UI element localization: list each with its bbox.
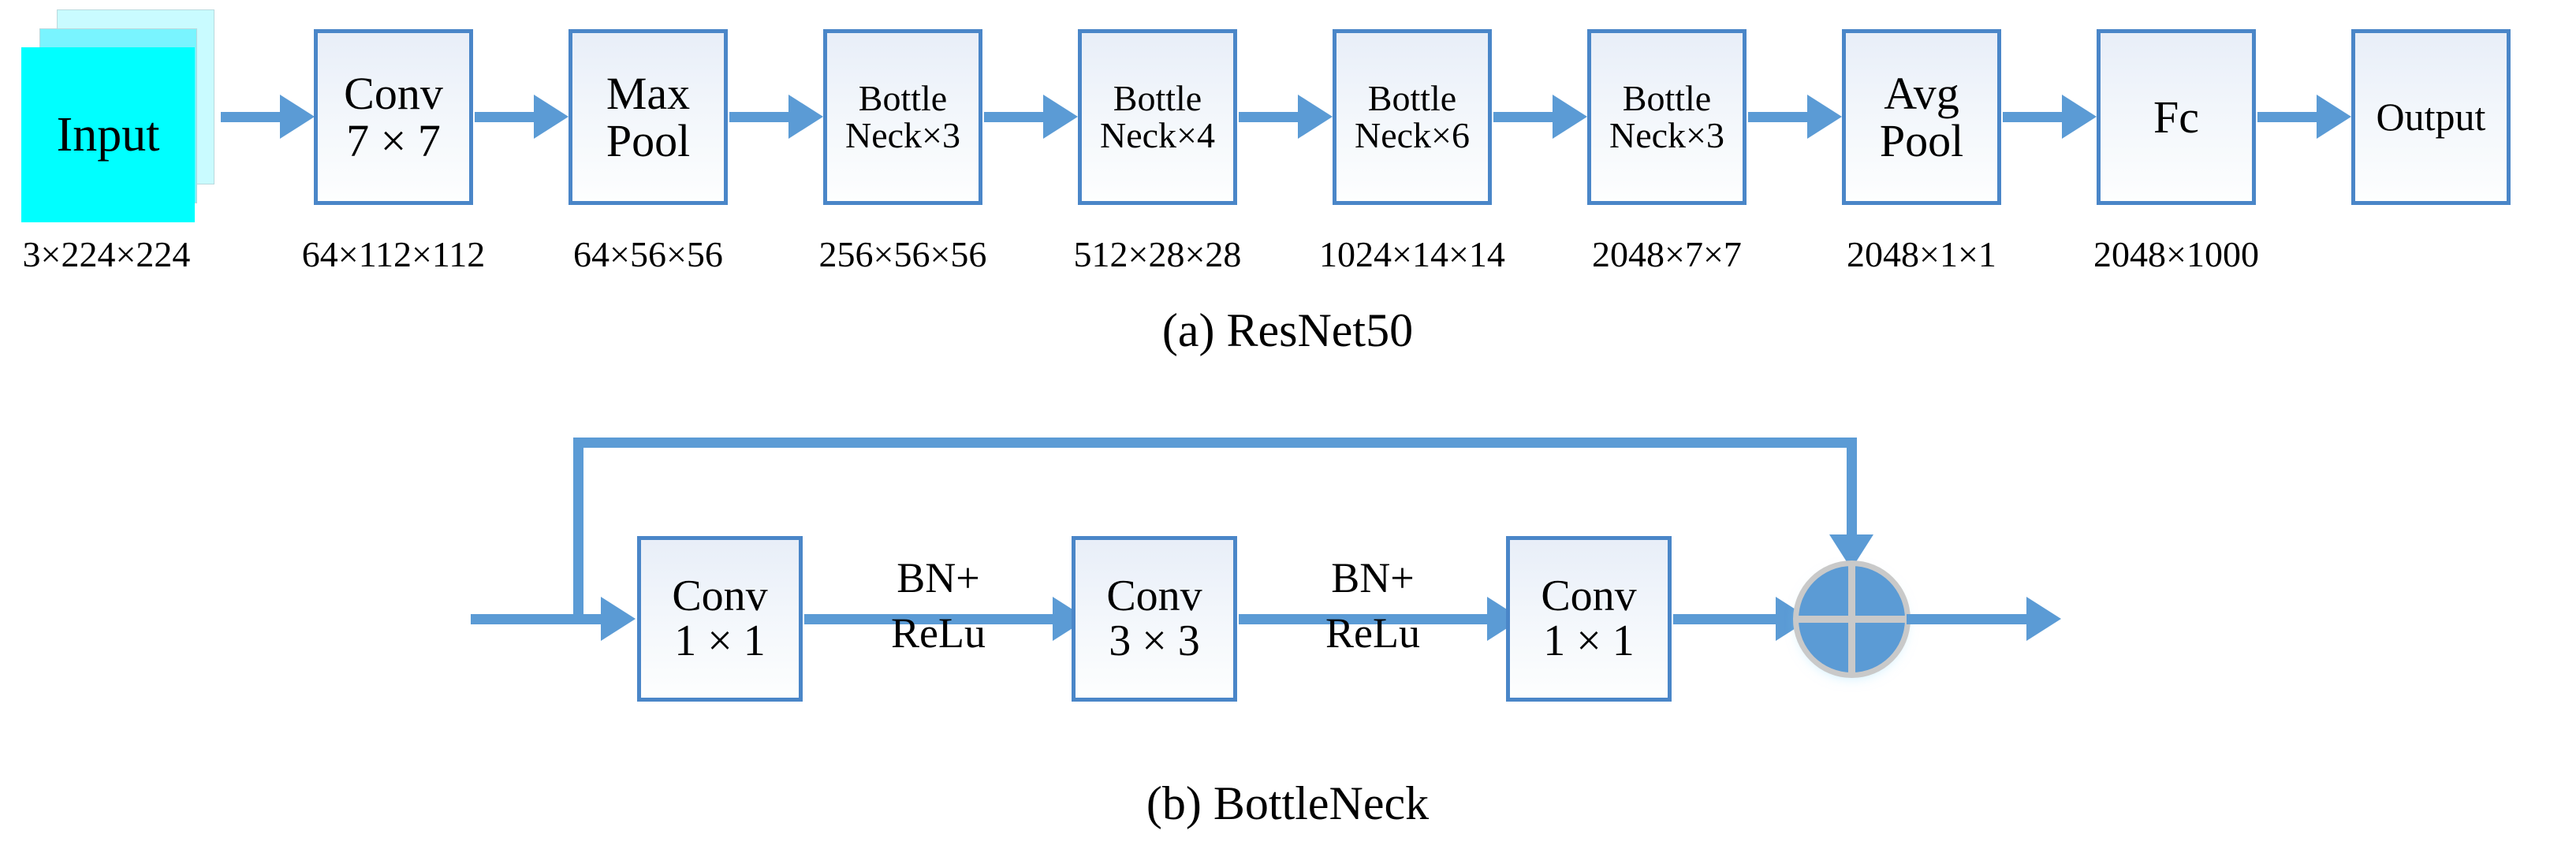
op-label-bn-relu-2: BN+ ReLu bbox=[1325, 554, 1420, 657]
arrowhead-4 bbox=[1298, 95, 1333, 139]
stage-box-maxpool[interactable]: Max Pool bbox=[569, 29, 728, 205]
stage-label: Bottle Neck×3 bbox=[845, 77, 960, 155]
skip-connection-vertical-left bbox=[573, 438, 583, 624]
input-label: Input bbox=[56, 107, 160, 162]
arrowhead-3 bbox=[1043, 95, 1078, 139]
connector-3 bbox=[984, 112, 1055, 122]
input-sheet-front: Input bbox=[21, 47, 195, 222]
arrowhead-8 bbox=[2317, 95, 2351, 139]
addition-node[interactable] bbox=[1799, 566, 1905, 672]
stage-label: Fc bbox=[2153, 91, 2199, 143]
stage-box-conv7x7[interactable]: Conv 7 × 7 bbox=[314, 29, 473, 205]
connector-2 bbox=[729, 112, 800, 122]
bottleneck-block-label: Conv 1 × 1 bbox=[1541, 571, 1637, 665]
connector-1 bbox=[475, 112, 546, 122]
bottleneck-block-label: Conv 1 × 1 bbox=[672, 571, 768, 665]
arrowhead-bottleneck-output bbox=[2026, 597, 2061, 641]
stage-box-bottleneck-x3-b[interactable]: Bottle Neck×3 bbox=[1587, 29, 1747, 205]
connector-bn-relu-2 bbox=[1239, 614, 1507, 624]
connector-7 bbox=[2003, 112, 2074, 122]
stage-label: Output bbox=[2376, 95, 2486, 139]
dim-label-input: 3×224×224 bbox=[22, 234, 191, 274]
stage-box-fc[interactable]: Fc bbox=[2097, 29, 2256, 205]
stage-label: Max Pool bbox=[606, 68, 691, 166]
arrowhead-bottleneck-input bbox=[601, 597, 636, 641]
dim-label-bottleneck-x6: 1024×14×14 bbox=[1319, 234, 1505, 274]
bottleneck-box-conv1x1-first[interactable]: Conv 1 × 1 bbox=[637, 536, 803, 702]
arrowhead-input-to-conv7x7 bbox=[280, 95, 315, 139]
connector-input-to-conv7x7 bbox=[221, 112, 292, 122]
arrowhead-6 bbox=[1807, 95, 1842, 139]
stage-box-bottleneck-x6[interactable]: Bottle Neck×6 bbox=[1333, 29, 1492, 205]
bottleneck-box-conv1x1-second[interactable]: Conv 1 × 1 bbox=[1506, 536, 1672, 702]
skip-connection-vertical-right bbox=[1847, 438, 1857, 540]
arrowhead-5 bbox=[1553, 95, 1587, 139]
dim-label-bottleneck-x4: 512×28×28 bbox=[1073, 234, 1242, 274]
connector-6 bbox=[1748, 112, 1819, 122]
skip-connection-horizontal bbox=[573, 438, 1857, 448]
stage-label: Bottle Neck×3 bbox=[1609, 77, 1724, 155]
stage-label: Avg Pool bbox=[1879, 68, 1964, 166]
caption-panel-b: (b) BottleNeck bbox=[1146, 777, 1430, 829]
connector-bottleneck-output bbox=[1907, 614, 2048, 624]
input-image-stack: Input bbox=[21, 9, 218, 230]
arrowhead-skip-into-sum bbox=[1829, 534, 1873, 569]
stage-label: Bottle Neck×6 bbox=[1355, 77, 1470, 155]
stage-box-avgpool[interactable]: Avg Pool bbox=[1842, 29, 2001, 205]
connector-8 bbox=[2257, 112, 2328, 122]
connector-4 bbox=[1239, 112, 1310, 122]
stage-box-output[interactable]: Output bbox=[2351, 29, 2511, 205]
dim-label-fc: 2048×1000 bbox=[2093, 234, 2259, 274]
stage-box-bottleneck-x3-a[interactable]: Bottle Neck×3 bbox=[823, 29, 982, 205]
dim-label-bottleneck-x3-a: 256×56×56 bbox=[818, 234, 987, 274]
arrowhead-2 bbox=[788, 95, 823, 139]
dim-label-maxpool: 64×56×56 bbox=[573, 234, 723, 274]
arrowhead-1 bbox=[534, 95, 569, 139]
bottleneck-box-conv3x3[interactable]: Conv 3 × 3 bbox=[1072, 536, 1237, 702]
plus-horizontal-bar bbox=[1799, 616, 1905, 623]
connector-bottleneck-input bbox=[471, 614, 621, 624]
connector-bn-relu-1 bbox=[804, 614, 1072, 624]
stage-label: Bottle Neck×4 bbox=[1100, 77, 1215, 155]
connector-5 bbox=[1493, 112, 1564, 122]
arrowhead-7 bbox=[2062, 95, 2097, 139]
dim-label-conv7x7: 64×112×112 bbox=[301, 234, 486, 274]
op-label-bn-relu-1: BN+ ReLu bbox=[891, 554, 986, 657]
stage-box-bottleneck-x4[interactable]: Bottle Neck×4 bbox=[1078, 29, 1237, 205]
dim-label-bottleneck-x3-b: 2048×7×7 bbox=[1592, 234, 1742, 274]
stage-label: Conv 7 × 7 bbox=[344, 68, 443, 166]
caption-panel-a: (a) ResNet50 bbox=[1161, 304, 1414, 356]
dim-label-avgpool: 2048×1×1 bbox=[1847, 234, 1996, 274]
bottleneck-block-label: Conv 3 × 3 bbox=[1106, 571, 1202, 665]
